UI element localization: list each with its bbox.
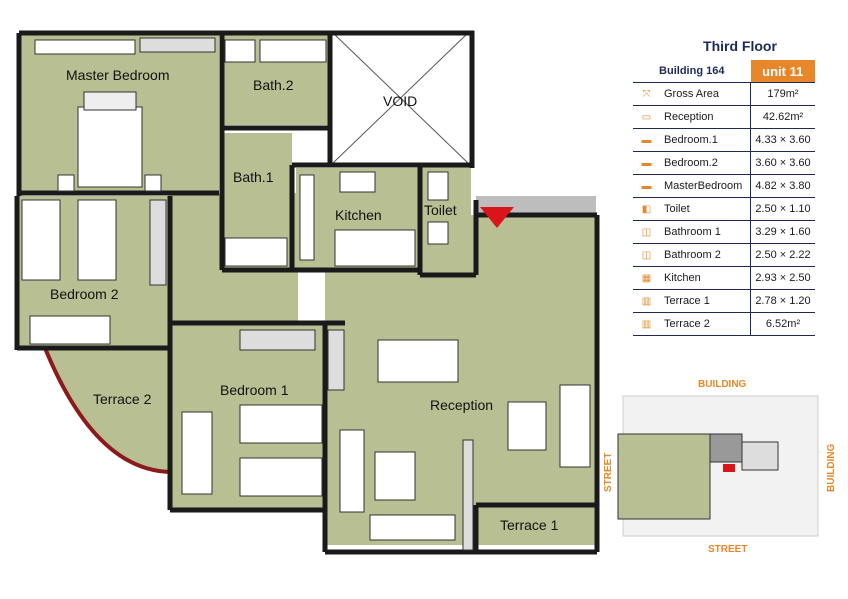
room-label-kitchen: Kitchen	[335, 207, 382, 223]
spec-value: 42.62m²	[750, 105, 815, 129]
room-label-bedroom2: Bedroom 2	[50, 286, 119, 302]
bed-icon: ▬	[633, 174, 660, 198]
keymap-label-left: STREET	[603, 453, 614, 492]
spec-value: 3.29 × 1.60	[750, 220, 815, 244]
furniture	[21, 37, 591, 551]
spec-label: Bedroom.2	[660, 151, 751, 175]
bathtub-icon: ◫	[633, 220, 660, 244]
terrace-icon: ▥	[633, 312, 660, 336]
room-label-void: VOID	[383, 93, 417, 109]
spec-label: Bedroom.1	[660, 128, 751, 152]
spec-value: 3.60 × 3.60	[750, 151, 815, 175]
room-label-terrace1: Terrace 1	[500, 517, 559, 533]
terrace-icon: ▥	[633, 289, 660, 313]
room-label-reception: Reception	[430, 397, 493, 413]
keymap-label-top: BUILDING	[698, 379, 747, 390]
spec-value: 179m²	[750, 82, 815, 106]
spec-label: Bathroom 2	[660, 243, 751, 267]
room-label-terrace2: Terrace 2	[93, 391, 152, 407]
bed-icon: ▬	[633, 151, 660, 175]
terrace-arc	[43, 347, 171, 474]
spec-value: 4.82 × 3.80	[750, 174, 815, 198]
spec-value: 2.78 × 1.20	[750, 289, 815, 313]
spec-value: 2.93 × 2.50	[750, 266, 815, 290]
room-label-master-bedroom: Master Bedroom	[66, 67, 169, 83]
keymap-label-right: BUILDING	[826, 443, 837, 492]
building-label: Building 164	[633, 60, 751, 83]
spec-value: 2.50 × 2.22	[750, 243, 815, 267]
kitchen-icon: ▦	[633, 266, 660, 290]
room-label-bath1: Bath.1	[233, 169, 274, 185]
spec-label: Bathroom 1	[660, 220, 751, 244]
keymap-unit	[617, 433, 711, 520]
room-label-toilet: Toilet	[424, 202, 457, 218]
gross-area-icon: ⤧	[633, 82, 660, 106]
location-keymap: BUILDING BUILDING STREET STREET	[603, 379, 837, 555]
spec-header-row: Building 164 unit 11	[633, 60, 815, 83]
room-label-bath2: Bath.2	[253, 77, 294, 93]
bed-icon: ▬	[633, 128, 660, 152]
room-label-bedroom1: Bedroom 1	[220, 382, 289, 398]
terrace-2-fill	[45, 348, 170, 472]
spec-label: Reception	[660, 105, 751, 129]
spec-label: MasterBedroom	[660, 174, 751, 198]
bathtub-icon: ◫	[633, 243, 660, 267]
spec-value: 4.33 × 3.60	[750, 128, 815, 152]
unit-badge: unit 11	[750, 60, 815, 83]
toilet-icon: ◧	[633, 197, 660, 221]
spec-label: Toilet	[660, 197, 751, 221]
sofa-icon: ▭	[633, 105, 660, 129]
spec-label: Gross Area	[660, 82, 751, 106]
floor-title: Third Floor	[703, 38, 777, 54]
floor-plan: Master Bedroom Bath.2 VOID Bath.1 Kitche…	[14, 30, 600, 555]
spec-value: 2.50 × 1.10	[750, 197, 815, 221]
keymap-label-bottom: STREET	[708, 544, 747, 555]
spec-label: Terrace 1	[660, 289, 751, 313]
spec-value: 6.52m²	[750, 312, 815, 336]
spec-label: Kitchen	[660, 266, 751, 290]
entry-marker	[480, 207, 514, 228]
spec-label: Terrace 2	[660, 312, 751, 336]
